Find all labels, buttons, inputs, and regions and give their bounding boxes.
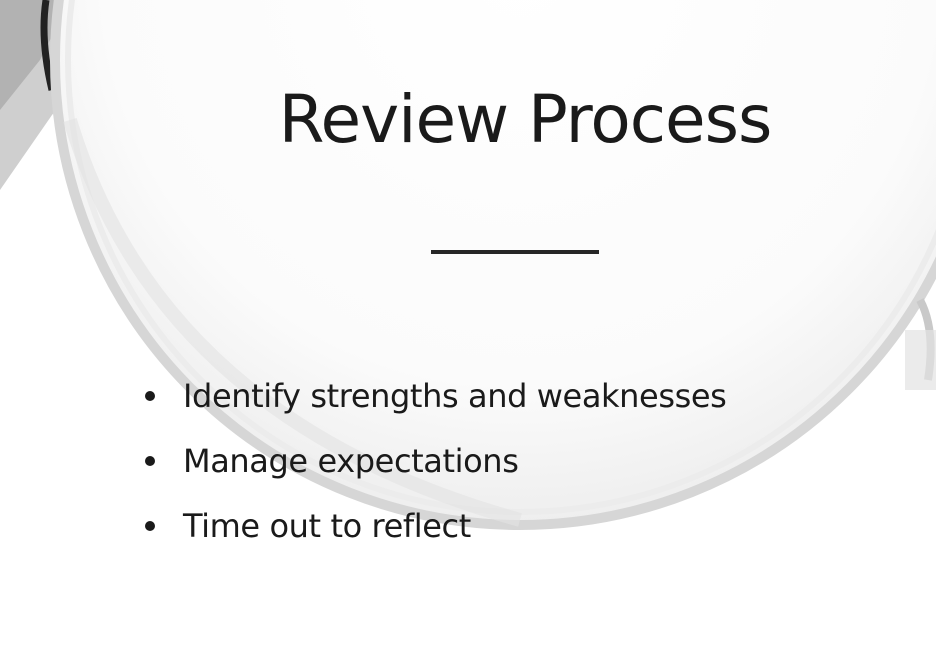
bullet-list: Identify strengths and weaknesses Manage… bbox=[140, 370, 727, 565]
slide-title: Review Process bbox=[278, 81, 773, 158]
bullet-text: Manage expectations bbox=[183, 442, 519, 480]
bullet-item: Time out to reflect bbox=[140, 500, 726, 565]
bullet-dot-icon bbox=[145, 521, 155, 531]
bullet-text: Identify strengths and weaknesses bbox=[183, 377, 727, 415]
title-divider bbox=[431, 250, 599, 254]
bullet-dot-icon bbox=[145, 391, 155, 401]
bullet-item: Manage expectations bbox=[140, 435, 726, 500]
bullet-text: Time out to reflect bbox=[183, 507, 471, 545]
bullet-dot-icon bbox=[145, 456, 155, 466]
bullet-item: Identify strengths and weaknesses bbox=[140, 370, 727, 435]
